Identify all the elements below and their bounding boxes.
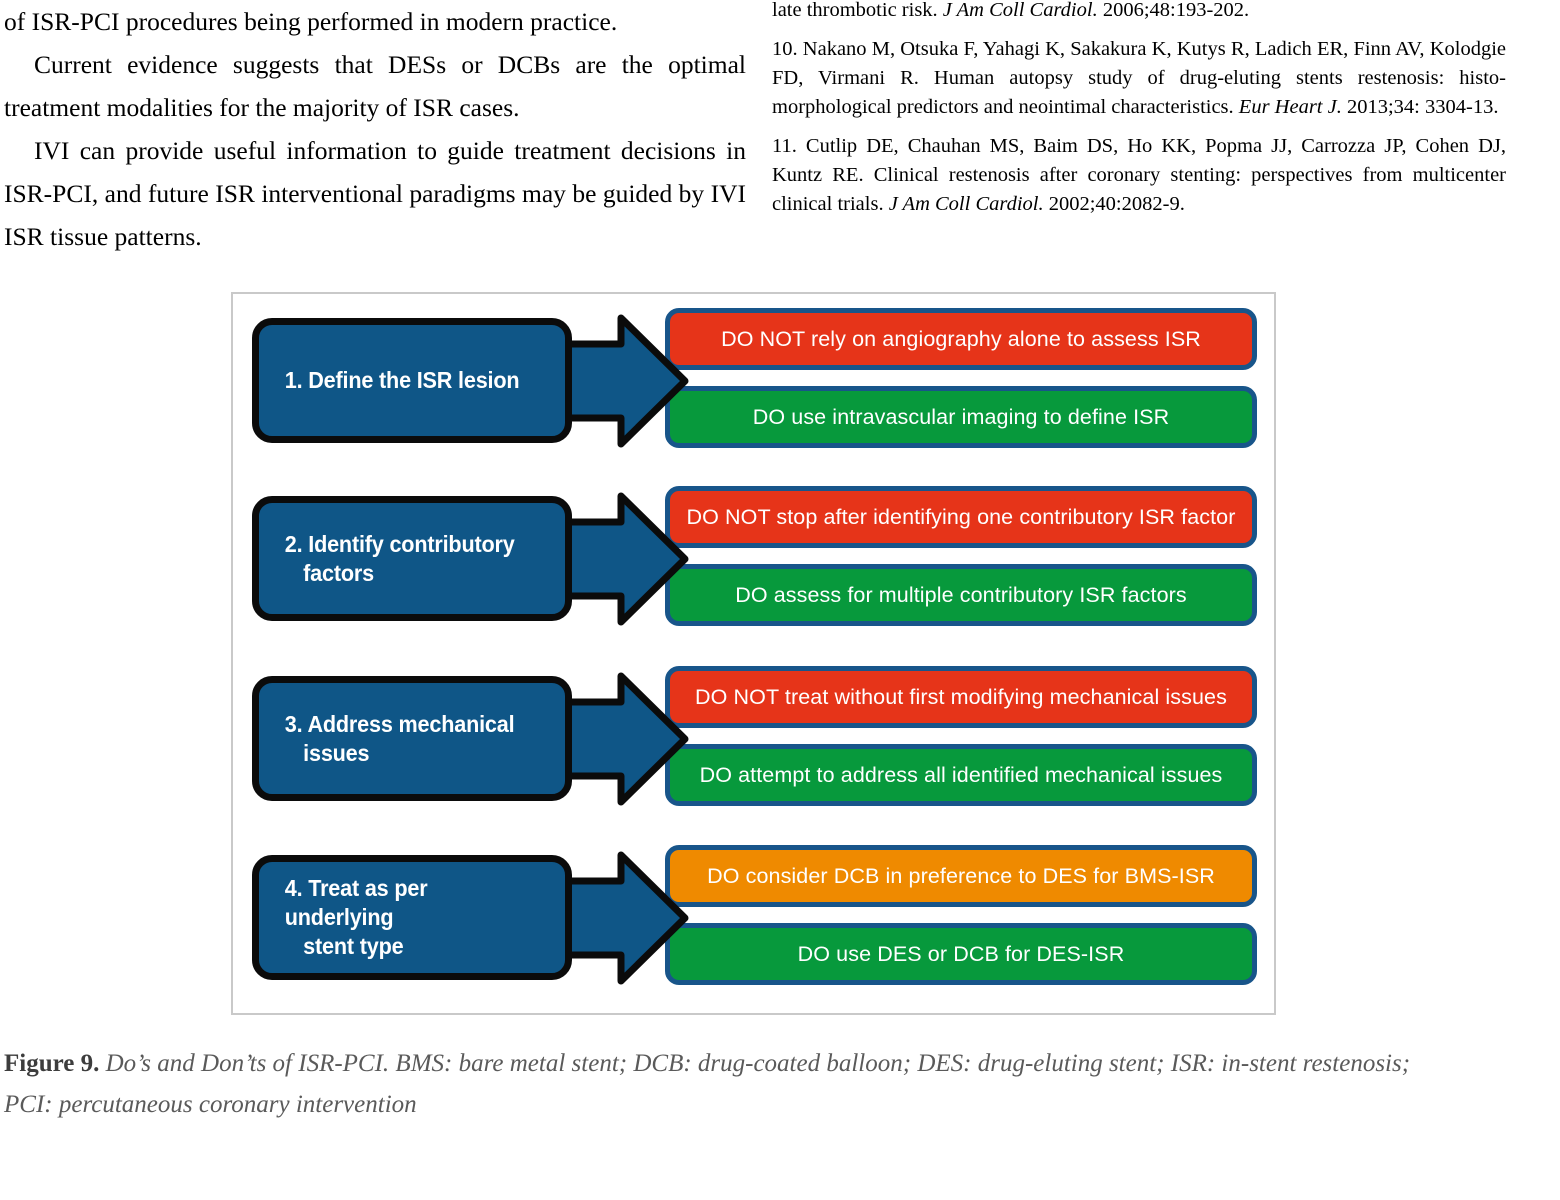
right-reference-column: late thrombotic risk. J Am Coll Cardiol.… <box>772 0 1506 229</box>
left-text-column: of ISR-PCI procedures being performed in… <box>4 0 746 258</box>
do-statement-3[interactable]: DO attempt to address all identified mec… <box>665 744 1257 806</box>
step-box-1[interactable]: 1. Define the ISR lesion <box>252 318 572 443</box>
dont-statement-4-text: DO consider DCB in preference to DES for… <box>707 863 1215 888</box>
step-label-4-line1: 4. Treat as per underlying <box>284 875 428 930</box>
reference-item-11: 11. Cutlip DE, Chauhan MS, Baim DS, Ho K… <box>772 132 1506 219</box>
step-label-4: 4. Treat as per underlying stent type <box>259 874 541 961</box>
statement-group-2: DO NOT stop after identifying one contri… <box>665 486 1257 646</box>
figure-caption-label: Figure 9. <box>4 1050 100 1077</box>
paragraph-ivi: IVI can provide useful information to gu… <box>4 136 746 251</box>
do-statement-4[interactable]: DO use DES or DCB for DES-ISR <box>665 923 1257 985</box>
dont-statement-3-text: DO NOT treat without first modifying mec… <box>695 684 1227 709</box>
reference-journal: Eur Heart J. <box>1238 96 1342 118</box>
reference-item-10: 10. Nakano M, Otsuka F, Yahagi K, Sakaku… <box>772 35 1506 122</box>
paragraph-current-evidence: Current evidence suggests that DESs or D… <box>4 50 746 122</box>
arrow-icon-3 <box>551 666 691 812</box>
reference-citation: 2002;40:2082-9. <box>1043 193 1185 215</box>
do-statement-2-text: DO assess for multiple contributory ISR … <box>735 582 1187 607</box>
dont-statement-1-text: DO NOT rely on angiography alone to asse… <box>721 326 1201 351</box>
reference-number: 11. <box>772 135 797 157</box>
arrow-icon-2 <box>551 486 691 632</box>
reference-tail: late thrombotic risk. J Am Coll Cardiol.… <box>772 0 1506 25</box>
arrow-icon-4 <box>551 845 691 991</box>
reference-authors-title: Cutlip DE, Chauhan MS, Baim DS, Ho KK, P… <box>772 135 1506 215</box>
flow-row-1: 1. Define the ISR lesion DO NOT rely on … <box>233 308 1274 468</box>
do-statement-4-text: DO use DES or DCB for DES-ISR <box>797 941 1125 966</box>
dont-statement-2-text: DO NOT stop after identifying one contri… <box>686 504 1236 529</box>
step-label-3-line2: issues <box>303 739 370 766</box>
step-box-4[interactable]: 4. Treat as per underlying stent type <box>252 855 572 980</box>
do-statement-1[interactable]: DO use intravascular imaging to define I… <box>665 386 1257 448</box>
dont-statement-1[interactable]: DO NOT rely on angiography alone to asse… <box>665 308 1257 370</box>
step-label-1-line1: 1. Define the ISR lesion <box>284 367 520 393</box>
statement-group-1: DO NOT rely on angiography alone to asse… <box>665 308 1257 468</box>
flow-row-4: 4. Treat as per underlying stent type DO … <box>233 845 1274 1005</box>
reference-journal: J Am Coll Cardiol. <box>888 193 1044 215</box>
reference-citation: 2013;34: 3304-13. <box>1341 96 1499 118</box>
arrow-icon-1 <box>551 308 691 454</box>
figure-caption: Figure 9. Do’s and Don’ts of ISR-PCI. BM… <box>4 1043 1508 1125</box>
do-statement-2[interactable]: DO assess for multiple contributory ISR … <box>665 564 1257 626</box>
figure-caption-line2: PCI: percutaneous coronary intervention <box>4 1091 417 1118</box>
flowchart: 1. Define the ISR lesion DO NOT rely on … <box>233 294 1274 1013</box>
do-statement-1-text: DO use intravascular imaging to define I… <box>752 404 1170 429</box>
dont-statement-3[interactable]: DO NOT treat without first modifying mec… <box>665 666 1257 728</box>
reference-tail-journal: J Am Coll Cardiol. <box>942 0 1098 21</box>
reference-number: 10. <box>772 38 798 60</box>
do-statement-3-text: DO attempt to address all identified mec… <box>699 762 1223 787</box>
figure-caption-line1: Do’s and Don’ts of ISR-PCI. BMS: bare me… <box>99 1050 1411 1077</box>
step-label-4-line2: stent type <box>303 933 404 959</box>
reference-tail-citation: 2006;48:193-202. <box>1097 0 1250 21</box>
figure-9-frame: 1. Define the ISR lesion DO NOT rely on … <box>231 292 1276 1015</box>
step-label-1: 1. Define the ISR lesion <box>259 366 536 395</box>
dont-statement-2[interactable]: DO NOT stop after identifying one contri… <box>665 486 1257 548</box>
step-label-3-line1: 3. Address mechanical <box>284 710 515 737</box>
reference-authors-title: Nakano M, Otsuka F, Yahagi K, Sakakura K… <box>772 38 1506 118</box>
article-text-columns: of ISR-PCI procedures being performed in… <box>0 0 1560 251</box>
reference-tail-text: late thrombotic risk. <box>772 0 943 21</box>
step-label-2-line2: factors <box>303 559 374 586</box>
paragraph-continuation: of ISR-PCI procedures being performed in… <box>4 7 618 36</box>
statement-group-4: DO consider DCB in preference to DES for… <box>665 845 1257 1005</box>
dont-statement-4[interactable]: DO consider DCB in preference to DES for… <box>665 845 1257 907</box>
statement-group-3: DO NOT treat without first modifying mec… <box>665 666 1257 826</box>
step-label-2-line1: 2. Identify contributory <box>284 530 515 557</box>
